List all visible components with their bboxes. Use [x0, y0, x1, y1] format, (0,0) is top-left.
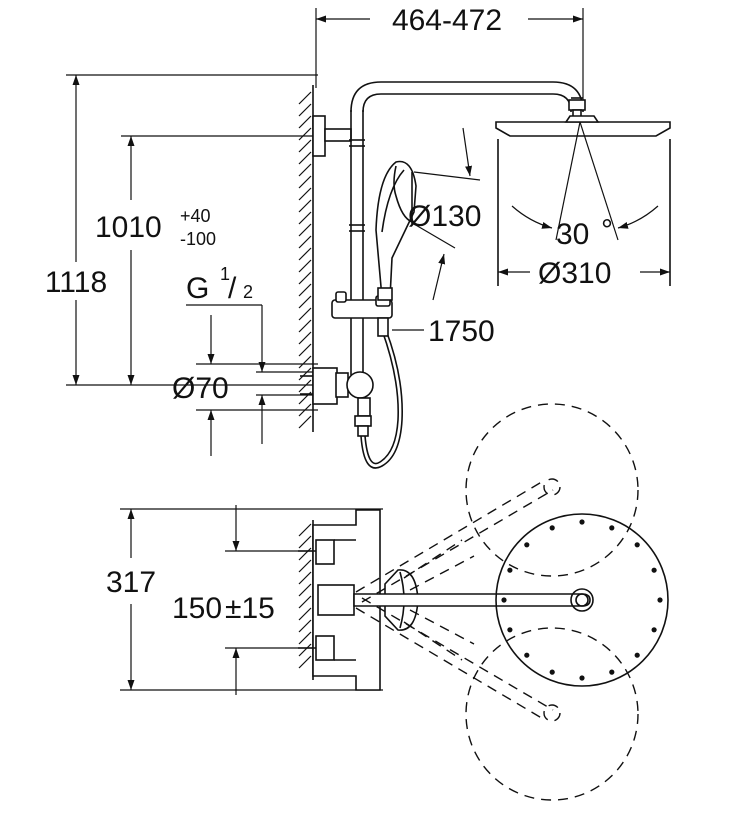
plan-swivel-positions — [355, 403, 639, 801]
hatch-line — [298, 523, 312, 537]
nozzle-dot — [507, 627, 513, 633]
plan-head-shower-nozzles — [501, 519, 663, 681]
hatch-line — [298, 139, 312, 153]
plan-thermostat — [298, 509, 381, 691]
hatch-line — [298, 91, 312, 105]
outlet-height-dimension: 1010 +40 -100 — [95, 135, 318, 385]
hatch-line — [298, 307, 312, 321]
hatch-line — [298, 631, 312, 645]
plan-width-dimension: 317 — [106, 508, 383, 691]
thread-denominator: 2 — [243, 282, 253, 302]
hatch-line — [298, 319, 312, 333]
hatch-line — [298, 331, 312, 345]
plan-arm — [353, 588, 594, 612]
rosette-diameter-label: Ø70 — [172, 372, 229, 405]
nozzle-dot — [524, 542, 530, 548]
plan-wall — [298, 520, 314, 680]
wall — [298, 85, 314, 432]
shower-column — [300, 81, 586, 469]
hatch-line — [298, 547, 312, 561]
nozzle-dot — [501, 597, 507, 603]
thread-slash: / — [228, 272, 237, 305]
hatch-line — [298, 115, 312, 129]
nozzle-dot — [507, 567, 513, 573]
hand-shower-dimension: Ø130 — [408, 127, 481, 301]
hatch-line — [298, 247, 312, 261]
centres-label: 150 — [172, 592, 222, 625]
hatch-line — [298, 211, 312, 225]
nozzle-dot — [579, 675, 585, 681]
hatch-line — [298, 271, 312, 285]
hose-length-label: 1750 — [428, 315, 495, 348]
hatch-line — [298, 163, 312, 177]
hatch-line — [298, 415, 312, 429]
hatch-line — [298, 535, 312, 549]
nozzle-dot — [609, 669, 615, 675]
swivel-angle-label: 30 — [556, 218, 589, 251]
nozzle-dot — [549, 669, 555, 675]
nozzle-dot — [651, 627, 657, 633]
hatch-line — [298, 103, 312, 117]
hatch-line — [298, 619, 312, 633]
centres-tolerance: ±15 — [225, 592, 275, 625]
plan-width-label: 317 — [106, 566, 156, 599]
total-height-dimension: 1118 — [45, 74, 318, 386]
hatch-line — [298, 283, 312, 297]
outlet-height-label: 1010 — [95, 211, 162, 244]
head-shower-diameter-label: Ø310 — [538, 257, 611, 290]
nozzle-dot — [549, 525, 555, 531]
nozzle-dot — [634, 542, 640, 548]
hatch-line — [298, 151, 312, 165]
thread-label: G — [186, 272, 209, 305]
hatch-line — [298, 559, 312, 573]
plan-view: 317 150 ±15 — [106, 403, 669, 801]
hatch-line — [298, 187, 312, 201]
hatch-line — [298, 259, 312, 273]
hatch-line — [298, 343, 312, 357]
hatch-line — [298, 127, 312, 141]
hatch-line — [298, 235, 312, 249]
hatch-line — [298, 199, 312, 213]
hatch-line — [298, 379, 312, 393]
hatch-line — [298, 367, 312, 381]
side-elevation: 464-472 1118 1010 +40 -100 G 1 / 2 — [45, 4, 671, 469]
nozzle-dot — [524, 652, 530, 658]
thread-dimension: G 1 / 2 Ø70 — [172, 264, 318, 456]
hatch-line — [298, 655, 312, 669]
arm-projection-dimension: 464-472 — [315, 4, 584, 100]
hatch-line — [298, 607, 312, 621]
outlet-tol-plus: +40 — [180, 206, 211, 226]
hatch-line — [298, 595, 312, 609]
nozzle-dot — [579, 519, 585, 525]
hatch-line — [298, 295, 312, 309]
nozzle-dot — [651, 567, 657, 573]
hand-shower-diameter-label: Ø130 — [408, 200, 481, 233]
hatch-line — [298, 223, 312, 237]
centres-dimension: 150 ±15 — [172, 505, 318, 695]
degree-sign: ° — [601, 214, 613, 247]
total-height-label: 1118 — [45, 266, 107, 299]
nozzle-dot — [609, 525, 615, 531]
hatch-line — [298, 355, 312, 369]
hatch-line — [298, 175, 312, 189]
thread-numerator: 1 — [220, 264, 230, 284]
head-shower: 30 ° Ø310 — [495, 115, 671, 290]
outlet-tol-minus: -100 — [180, 229, 216, 249]
hand-shower — [375, 160, 417, 301]
hatch-line — [298, 643, 312, 657]
hose-length-dimension: 1750 — [392, 315, 495, 348]
hatch-line — [298, 583, 312, 597]
plan-head-shower — [495, 513, 669, 687]
hatch-line — [298, 571, 312, 585]
arm-projection-label: 464-472 — [392, 4, 502, 37]
nozzle-dot — [657, 597, 663, 603]
nozzle-dot — [634, 652, 640, 658]
